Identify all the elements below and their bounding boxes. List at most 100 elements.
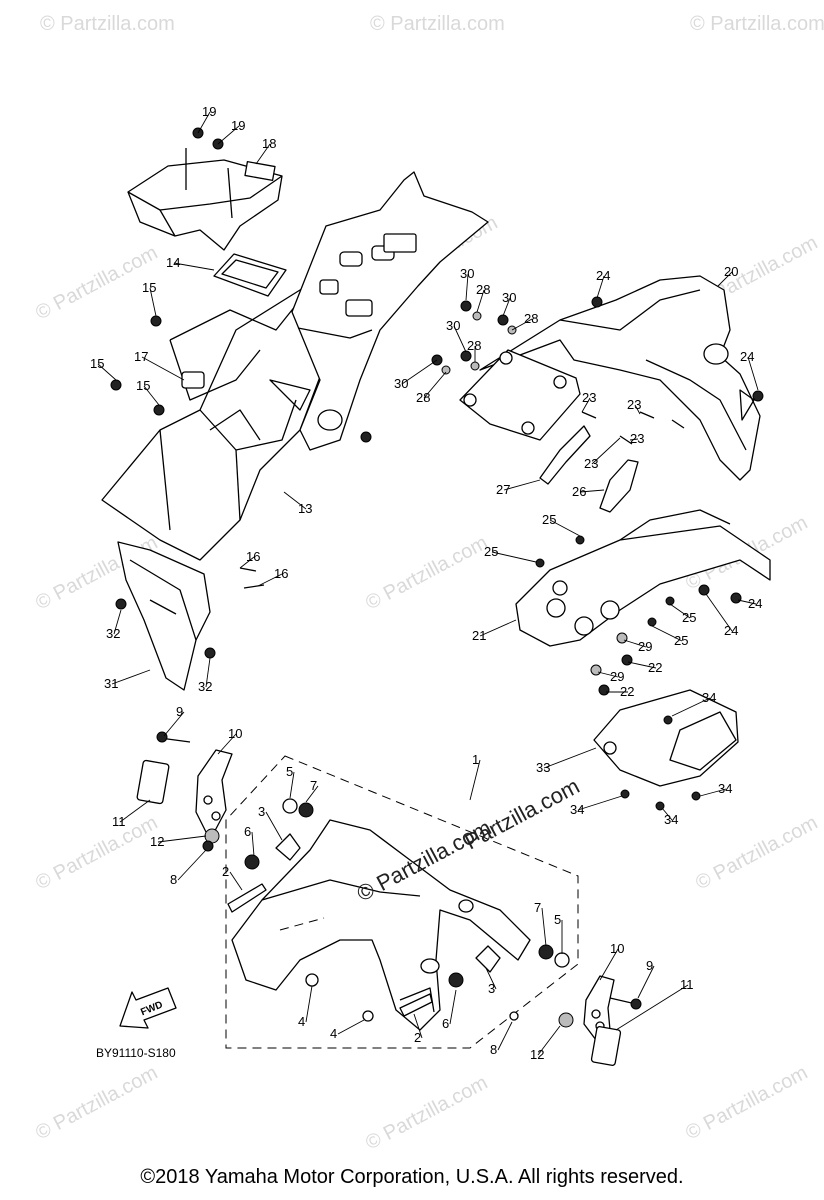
right-bracket-parts — [305, 944, 642, 1066]
center-watermark: Partzilla.com © Partzilla.com — [353, 773, 584, 906]
diagram-code: BY91110-S180 — [96, 1046, 176, 1060]
leader-line — [141, 356, 185, 381]
assembly-boundary — [225, 755, 579, 1049]
callout-label: 30 — [446, 318, 460, 333]
leader-line — [251, 831, 255, 857]
callout-label: 23 — [584, 456, 598, 471]
leader-line — [97, 363, 117, 381]
leader-line — [596, 275, 605, 299]
leader-line — [591, 437, 621, 465]
callout-label: 8 — [490, 1042, 497, 1057]
callout-label: 30 — [502, 290, 516, 305]
callout-label: 5 — [554, 912, 561, 927]
callout-label: 3 — [488, 981, 495, 996]
leader-line — [511, 318, 533, 331]
part-23-clips — [581, 411, 685, 445]
part-seat-bracket — [459, 349, 581, 441]
part-30-nuts — [431, 300, 509, 366]
callout-label: 23 — [630, 431, 644, 446]
leader-line — [637, 965, 655, 999]
part-17-spacer — [181, 371, 205, 389]
leader-line — [541, 907, 547, 947]
part-2-emblem — [227, 883, 433, 1017]
part-19-bolt — [192, 127, 224, 150]
callout-label: 7 — [534, 900, 541, 915]
leader-line — [485, 967, 497, 990]
leader-line — [255, 143, 271, 165]
callout-label: 19 — [202, 104, 216, 119]
leader-line — [627, 661, 657, 669]
callout-label: 26 — [572, 484, 586, 499]
callout-label: 25 — [674, 633, 688, 648]
callout-label: 11 — [680, 977, 694, 992]
callout-label: 28 — [476, 282, 490, 297]
leader-line — [217, 733, 237, 755]
leader-line — [283, 491, 307, 510]
leader-line — [491, 551, 537, 563]
leader-line — [205, 657, 211, 688]
leader-line — [503, 479, 541, 491]
leader-line — [623, 639, 647, 648]
callout-label: 22 — [648, 660, 662, 675]
leader-line — [651, 625, 683, 642]
leader-line — [581, 397, 591, 413]
callout-label: 16 — [274, 566, 288, 581]
callout-label: 22 — [620, 684, 634, 699]
watermark: © Partzilla.com — [40, 13, 175, 35]
leader-line — [747, 356, 759, 391]
leader-line — [502, 297, 511, 317]
callout-label: 10 — [610, 941, 624, 956]
part-29-22-fasteners — [590, 632, 633, 696]
part-frame-subframe — [291, 171, 489, 451]
leader-line — [143, 385, 160, 406]
part-20-tail-cowl — [479, 275, 761, 481]
callout-label: 34 — [718, 781, 732, 796]
callout-label: 2 — [222, 864, 229, 879]
callout-label: 6 — [244, 824, 251, 839]
callout-label: 32 — [106, 626, 120, 641]
leader-lines — [97, 111, 759, 1056]
part-28-washers — [441, 311, 517, 375]
leader-line — [449, 989, 457, 1025]
leader-line — [119, 799, 151, 823]
callout-label: 28 — [524, 311, 538, 326]
callout-label: 10 — [228, 726, 242, 741]
leader-line — [543, 747, 597, 769]
leader-line — [597, 671, 619, 678]
callout-label: 24 — [724, 623, 738, 638]
callout-label: 4 — [330, 1026, 337, 1041]
leader-line — [217, 125, 240, 145]
leader-line — [497, 1021, 513, 1051]
callout-label: 25 — [682, 610, 696, 625]
leader-line — [423, 371, 447, 399]
callout-label: 34 — [702, 690, 716, 705]
part-26-bracket — [599, 459, 639, 513]
callout-label: 25 — [484, 544, 498, 559]
part-31-mudguard — [117, 541, 211, 691]
leader-line — [337, 1019, 365, 1035]
callout-label: 5 — [286, 764, 293, 779]
callout-label: 11 — [112, 814, 126, 829]
callout-label: 28 — [467, 338, 481, 353]
part-21-rear-frame — [515, 509, 771, 647]
part-32-bolts — [115, 598, 216, 659]
leader-line — [737, 599, 757, 605]
callout-label: 27 — [496, 482, 510, 497]
callout-label: 17 — [134, 349, 148, 364]
callout-label: 24 — [596, 268, 610, 283]
part-14-pad — [213, 253, 287, 297]
leader-line — [149, 287, 157, 317]
callout-label: 23 — [627, 397, 641, 412]
callout-label: 31 — [104, 676, 118, 691]
fwd-arrow-icon: FWD — [119, 987, 177, 1029]
callout-label: 9 — [176, 704, 183, 719]
left-bracket-parts — [136, 731, 314, 870]
callout-label: 29 — [638, 639, 652, 654]
callout-label: 29 — [610, 669, 624, 684]
leader-line — [549, 519, 581, 537]
callout-label: 30 — [460, 266, 474, 281]
leader-line — [229, 871, 243, 891]
part-1-front-fender — [231, 819, 531, 1031]
